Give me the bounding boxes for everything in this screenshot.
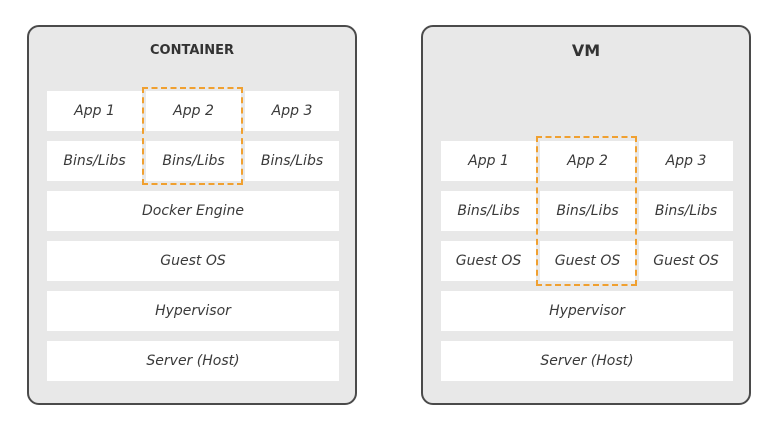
container-libs-2: Bins/Libs bbox=[146, 141, 241, 181]
container-app-2: App 2 bbox=[146, 91, 241, 131]
vm-guest-os-3: Guest OS bbox=[639, 241, 733, 281]
vm-server-layer: Server (Host) bbox=[441, 341, 733, 381]
vm-guest-os-1: Guest OS bbox=[441, 241, 536, 281]
vm-libs-3: Bins/Libs bbox=[639, 191, 733, 231]
vm-app-3: App 3 bbox=[639, 141, 733, 181]
container-app-3: App 3 bbox=[245, 91, 339, 131]
vm-app-2: App 2 bbox=[540, 141, 635, 181]
container-app-1: App 1 bbox=[47, 91, 142, 131]
vm-title: VM bbox=[571, 41, 601, 60]
container-server-layer: Server (Host) bbox=[47, 341, 339, 381]
container-title: CONTAINER bbox=[150, 43, 234, 58]
container-libs-1: Bins/Libs bbox=[47, 141, 142, 181]
vm-libs-1: Bins/Libs bbox=[441, 191, 536, 231]
docker-engine-layer: Docker Engine bbox=[47, 191, 339, 231]
container-libs-3: Bins/Libs bbox=[245, 141, 339, 181]
vm-hypervisor-layer: Hypervisor bbox=[441, 291, 733, 331]
container-panel: CONTAINER App 1 App 2 App 3 Bins/Libs Bi… bbox=[27, 25, 357, 405]
container-guest-os-layer: Guest OS bbox=[47, 241, 339, 281]
vm-app-1: App 1 bbox=[441, 141, 536, 181]
vm-panel: VM App 1 App 2 App 3 Bins/Libs Bins/Libs… bbox=[421, 25, 751, 405]
vm-libs-2: Bins/Libs bbox=[540, 191, 635, 231]
vm-guest-os-2: Guest OS bbox=[540, 241, 635, 281]
container-hypervisor-layer: Hypervisor bbox=[47, 291, 339, 331]
